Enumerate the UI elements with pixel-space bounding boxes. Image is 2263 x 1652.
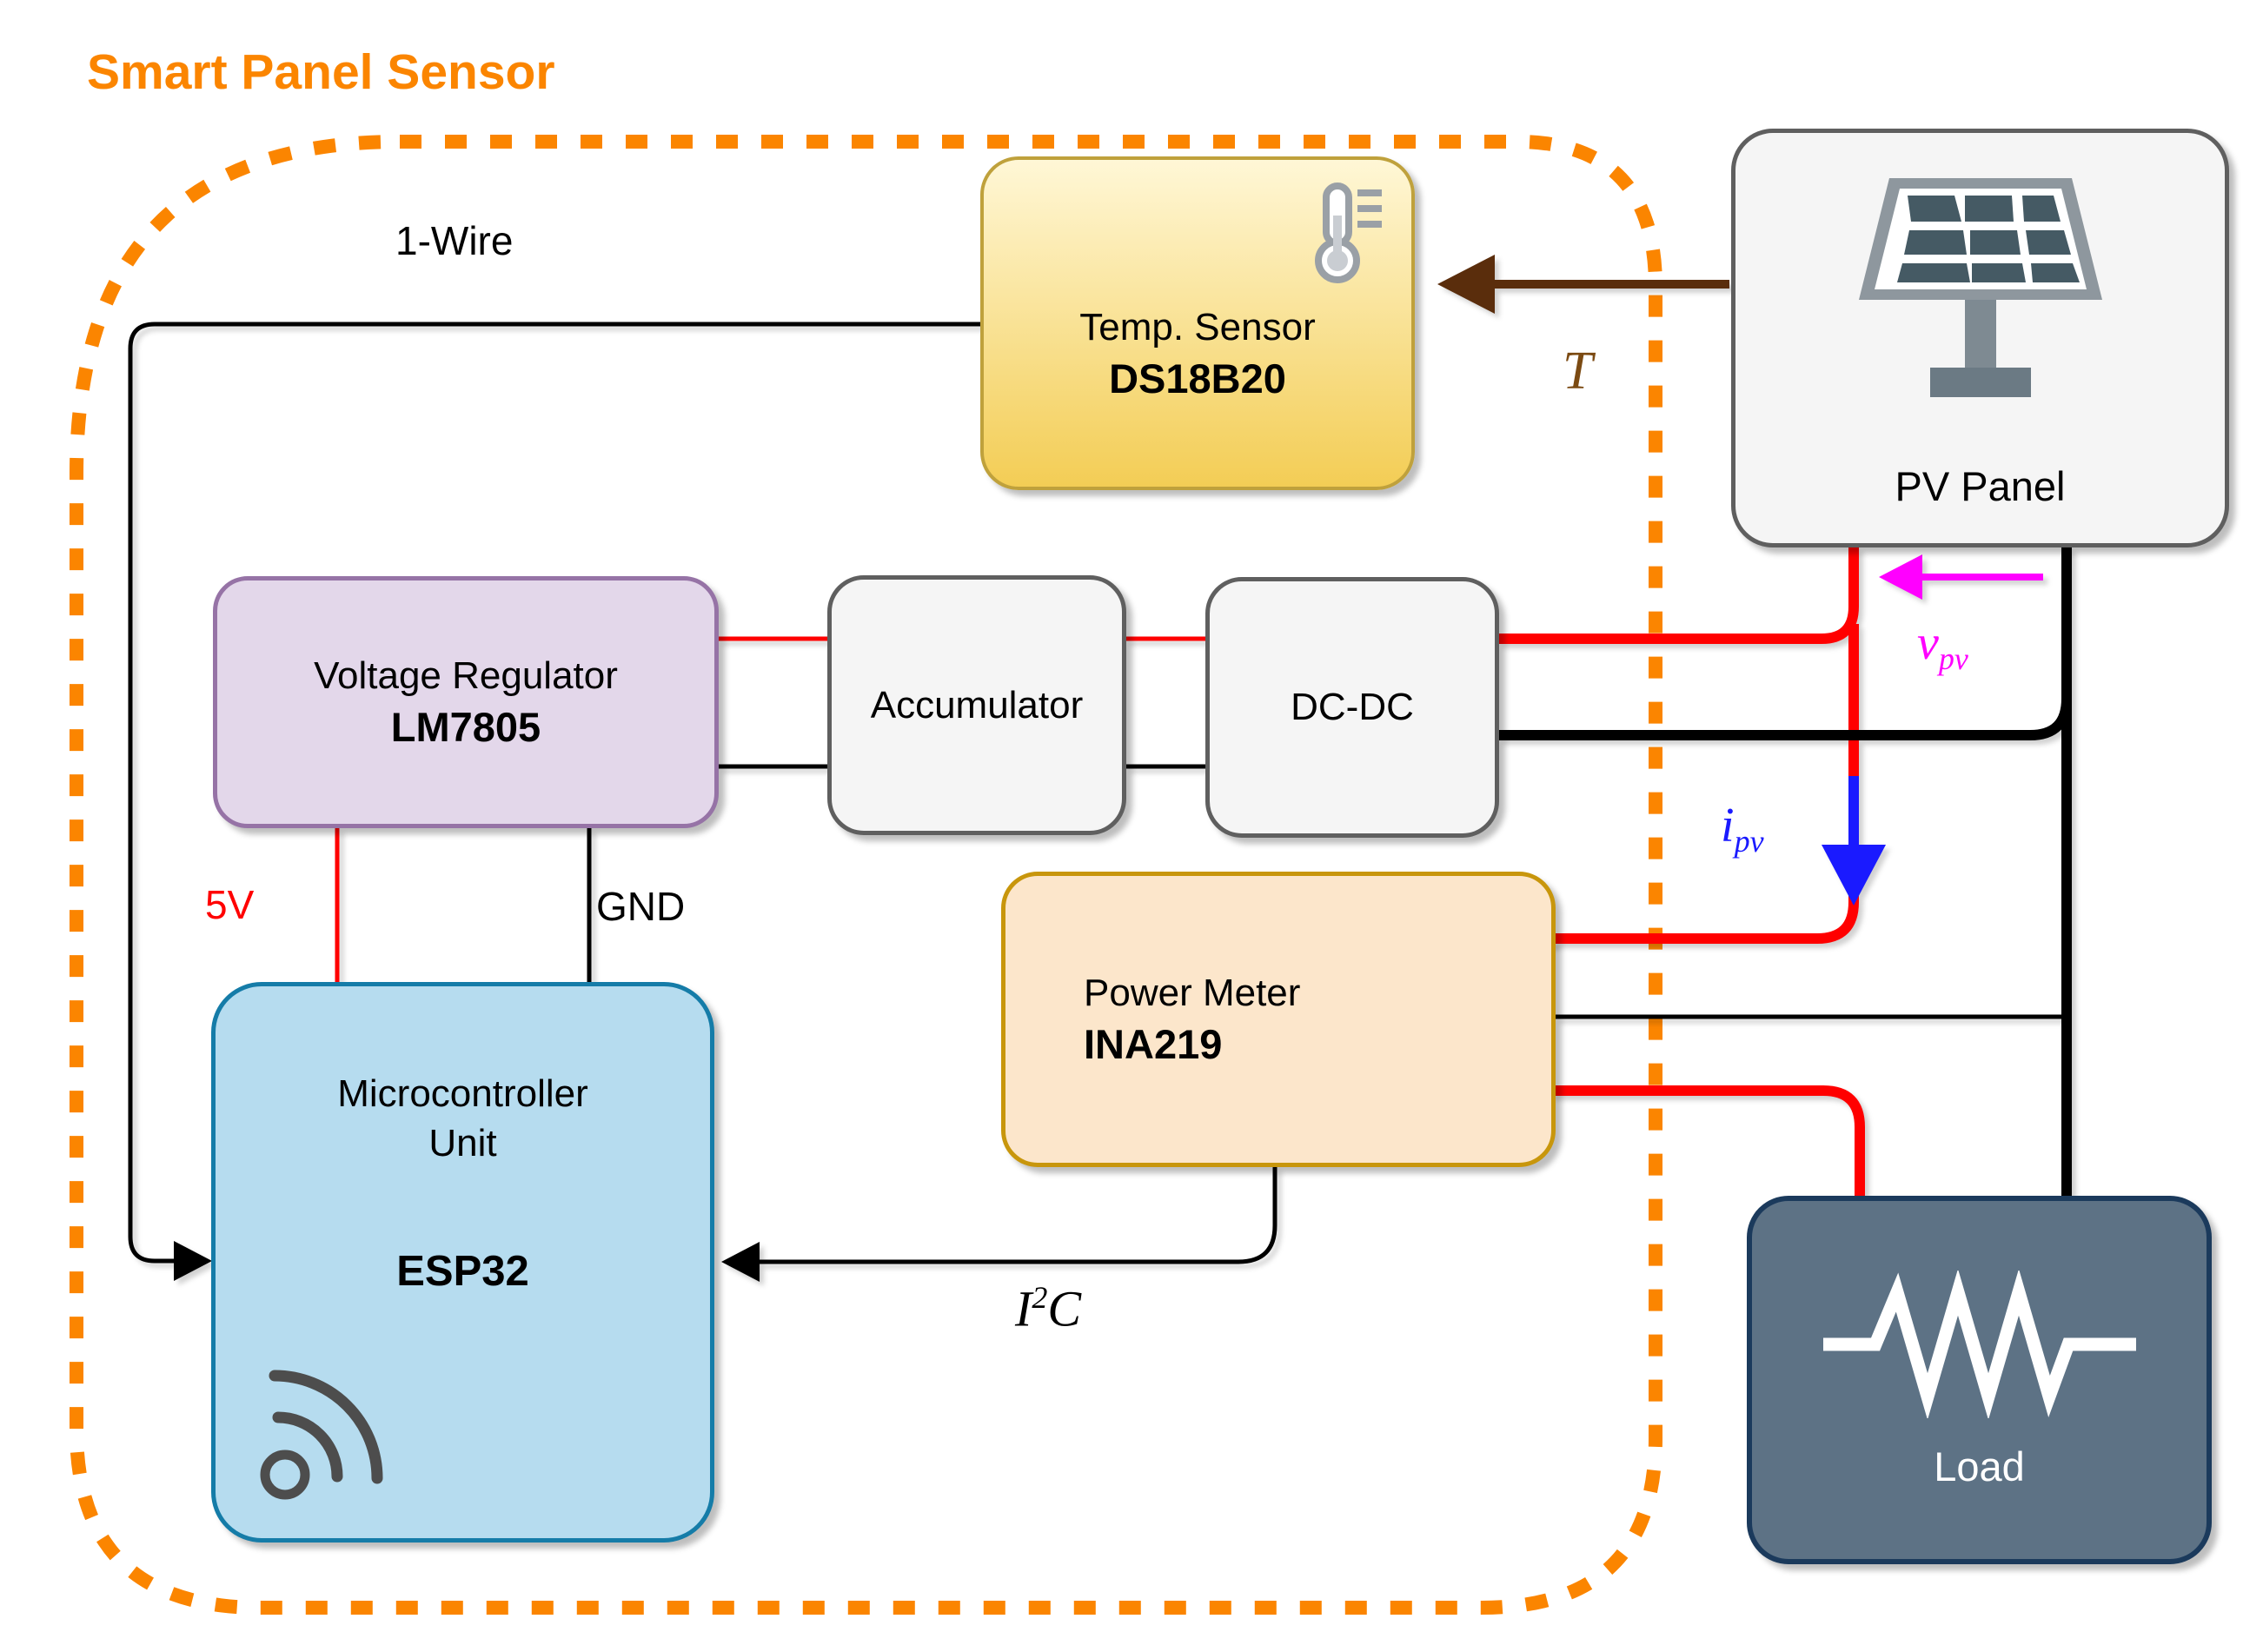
label-ipv: ipv: [1721, 798, 1764, 859]
accumulator-label: Accumulator: [870, 683, 1084, 726]
load-label: Load: [1934, 1443, 2025, 1489]
voltage-regulator-part: LM7805: [390, 704, 541, 751]
arrowhead-i2c: [721, 1242, 760, 1282]
wire-pv-red-down: [1556, 624, 1859, 944]
temp-sensor-part: DS18B20: [1109, 355, 1286, 402]
solar-panel-icon: [1858, 178, 2102, 397]
label-i2c: I2C: [1015, 1279, 1081, 1337]
block-voltage-regulator: Voltage Regulator LM7805: [213, 576, 719, 828]
dcdc-label: DC-DC: [1291, 686, 1414, 729]
vpv-base: v: [1917, 616, 1939, 670]
block-load: Load: [1747, 1196, 2212, 1564]
thermometer-icon: [1315, 182, 1382, 283]
ipv-base: i: [1721, 799, 1735, 853]
arrowhead-temperature: [1437, 255, 1495, 314]
label-temperature: T: [1563, 342, 1593, 401]
arrowhead-ipv: [1822, 845, 1886, 906]
label-5v: 5V: [205, 882, 255, 927]
mcu-name-line1: Microcontroller: [337, 1072, 588, 1115]
ipv-sub: pv: [1734, 824, 1764, 859]
diagram-title: Smart Panel Sensor: [87, 44, 555, 100]
arrowhead-vpv: [1879, 554, 1922, 600]
label-1-wire: 1-Wire: [395, 218, 514, 263]
mcu-part: ESP32: [396, 1248, 529, 1296]
resistor-icon: [1822, 1270, 2136, 1418]
block-dcdc-converter: DC-DC: [1205, 577, 1499, 838]
wire-1-wire: [128, 322, 980, 1264]
label-vpv: vpv: [1917, 615, 1968, 677]
power-meter-part: INA219: [1084, 1021, 1223, 1068]
power-meter-name: Power Meter: [1084, 971, 1301, 1014]
wire-i2c: [756, 1167, 1278, 1264]
wire-dcdc-black-bus: [1499, 698, 2072, 740]
arrowhead-1-wire: [174, 1241, 212, 1281]
voltage-regulator-name: Voltage Regulator: [314, 654, 618, 697]
block-accumulator: Accumulator: [827, 575, 1126, 835]
pv-panel-label: PV Panel: [1895, 463, 2066, 509]
wire-dcdc-red-bus: [1499, 547, 1859, 644]
label-gnd: GND: [596, 884, 686, 929]
block-pv-panel: PV Panel: [1731, 129, 2229, 547]
block-mcu: Microcontroller Unit ESP32: [211, 982, 714, 1543]
i2c-sup: 2: [1032, 1280, 1048, 1315]
wifi-icon: [260, 1370, 383, 1500]
i2c-base: I: [1015, 1280, 1032, 1337]
i2c-tail: C: [1047, 1280, 1082, 1337]
mcu-name-line2: Unit: [428, 1122, 497, 1165]
block-temp-sensor: Temp. Sensor DS18B20: [980, 156, 1415, 490]
temp-sensor-name: Temp. Sensor: [1079, 305, 1316, 348]
wire-ina-red-load: [1556, 1085, 1865, 1196]
vpv-sub: pv: [1938, 641, 1968, 676]
block-power-meter: Power Meter INA219: [1001, 872, 1556, 1167]
